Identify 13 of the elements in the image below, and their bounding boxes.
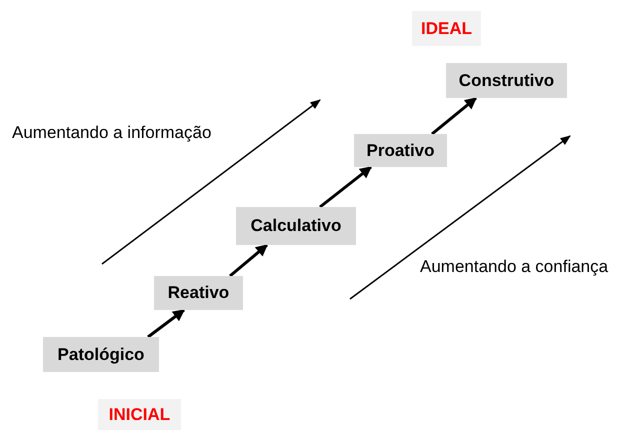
stage-box: Patológico [43,337,159,372]
stage-box: Reativo [154,276,243,310]
axis-caption: Aumentando a informação [12,123,212,143]
arrow [147,308,185,338]
stage-box: Construtivo [446,63,567,98]
stage-box: Calculativo [236,207,356,245]
arrow [431,96,477,136]
stage-box: Proativo [354,134,447,167]
axis-caption: Aumentando a confiança [420,257,608,277]
stage-label-box: IDEAL [412,11,481,46]
arrow [229,244,268,278]
arrow [319,166,372,208]
stage-label-box: INICIAL [98,399,181,430]
